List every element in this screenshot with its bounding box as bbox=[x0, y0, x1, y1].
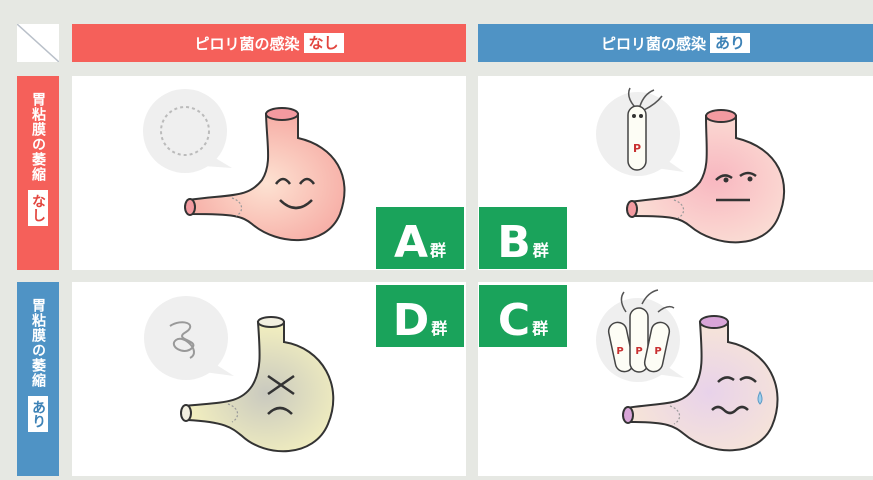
header-infection: ピロリ菌の感染 あり bbox=[478, 24, 873, 62]
group-d-letter: D bbox=[392, 295, 430, 346]
header-no-infection-label: ピロリ菌の感染 bbox=[194, 34, 300, 53]
cell-group-a bbox=[72, 76, 466, 270]
group-a-letter: A bbox=[393, 217, 429, 268]
diagonal-slash-icon bbox=[17, 24, 59, 62]
group-a-suffix: 群 bbox=[430, 241, 447, 260]
row-header-atrophy: 胃粘膜の萎縮 あり bbox=[17, 282, 59, 476]
group-c-suffix: 群 bbox=[532, 319, 549, 338]
group-a-badge: A 群 bbox=[376, 207, 464, 269]
group-b-suffix: 群 bbox=[532, 241, 549, 260]
header-no-infection: ピロリ菌の感染 なし bbox=[72, 24, 466, 62]
sick-stomach-icon: P P P bbox=[596, 289, 779, 452]
header-no-infection-tag: なし bbox=[303, 33, 344, 53]
row-header-atrophy-tag: あり bbox=[28, 396, 48, 432]
group-d-badge: D 群 bbox=[376, 285, 464, 347]
bacterium-label-1: P bbox=[616, 346, 623, 357]
group-d-suffix: 群 bbox=[431, 319, 448, 338]
uneasy-stomach-icon: P bbox=[596, 87, 786, 244]
row-header-no-atrophy: 胃粘膜の萎縮 なし bbox=[17, 76, 59, 270]
atrophied-stomach-icon bbox=[144, 296, 335, 453]
happy-stomach-icon bbox=[143, 89, 346, 242]
bacterium-label: P bbox=[633, 142, 641, 155]
group-b-letter: B bbox=[497, 217, 531, 268]
row-header-no-atrophy-label: 胃粘膜の萎縮 bbox=[30, 92, 46, 182]
header-infection-tag: あり bbox=[710, 33, 751, 53]
group-b-badge: B 群 bbox=[479, 207, 567, 269]
corner-cell bbox=[17, 24, 59, 62]
bacterium-label-2: P bbox=[635, 346, 642, 357]
row-header-no-atrophy-tag: なし bbox=[28, 190, 48, 226]
bacterium-label-3: P bbox=[654, 346, 661, 357]
row-header-atrophy-label: 胃粘膜の萎縮 bbox=[30, 298, 46, 388]
group-c-badge: C 群 bbox=[479, 285, 567, 347]
group-c-letter: C bbox=[497, 295, 531, 346]
header-infection-label: ピロリ菌の感染 bbox=[600, 34, 706, 53]
